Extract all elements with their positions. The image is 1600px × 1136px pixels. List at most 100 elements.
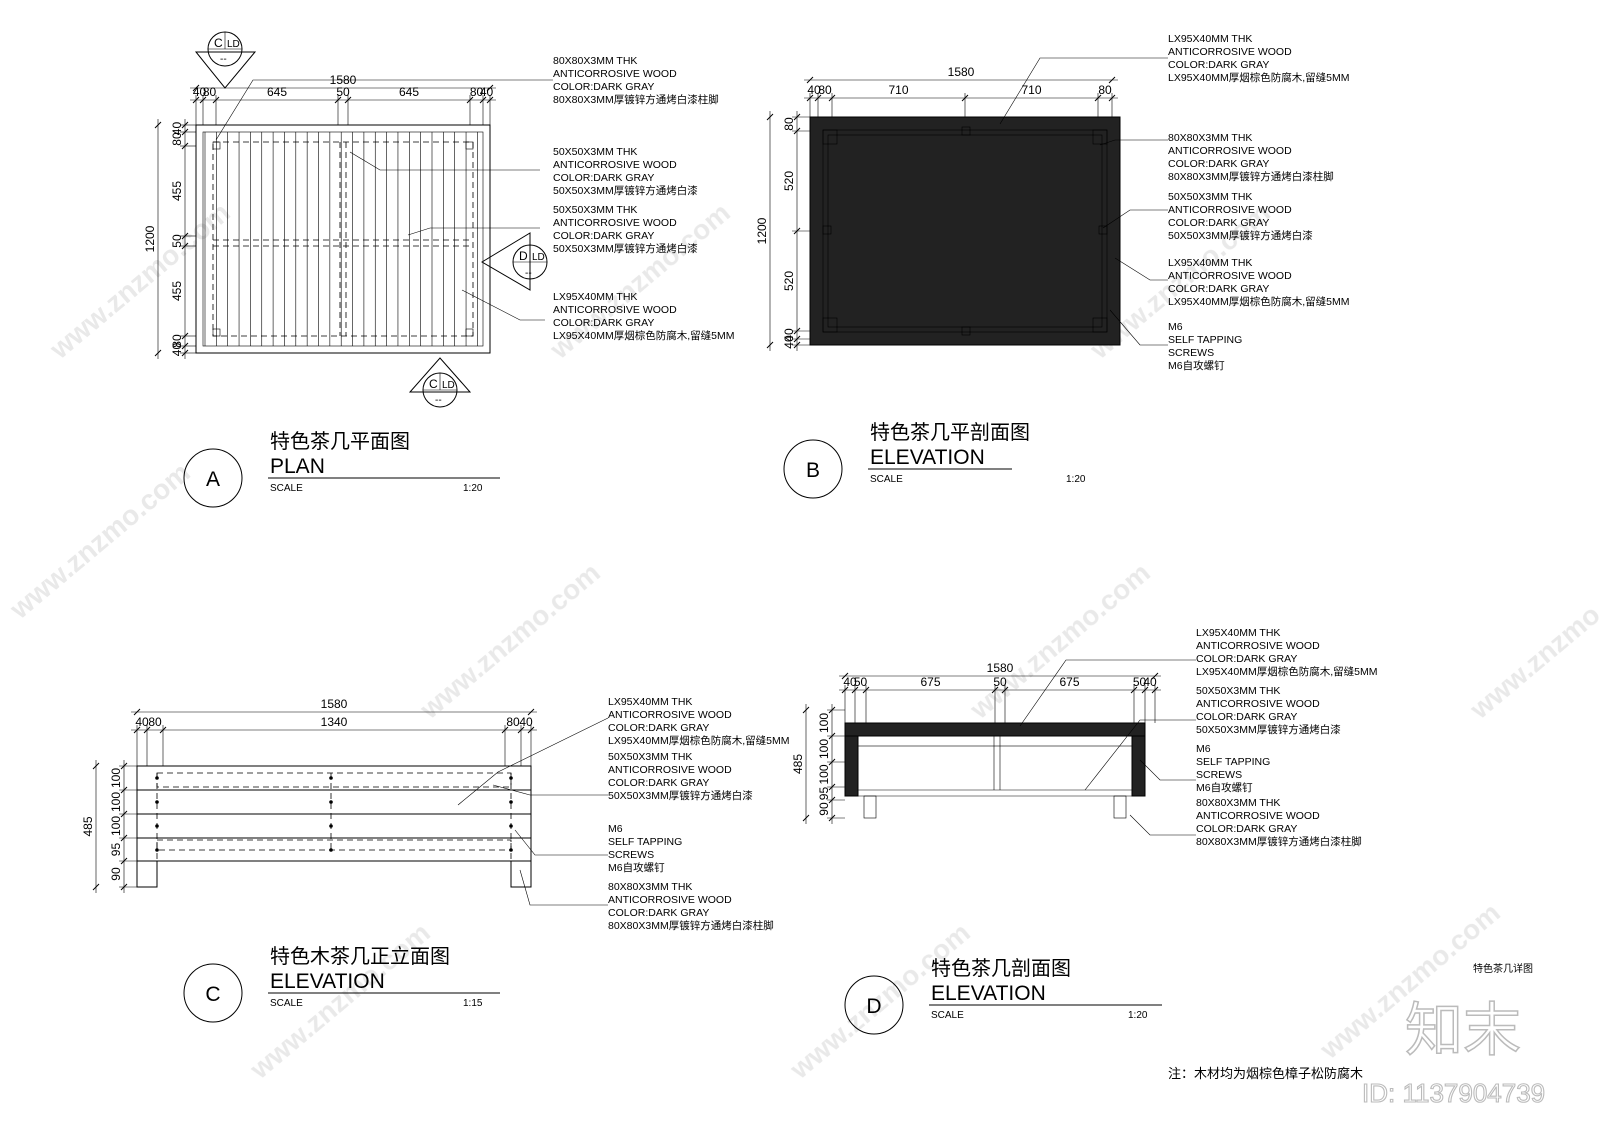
dimension-label: 1340 — [321, 715, 348, 729]
dim-tick — [154, 121, 162, 129]
dimension-total: 485 — [81, 816, 95, 836]
callout-note: ANTICORROSIVE WOOD — [1196, 640, 1320, 652]
dimension-label: 95 — [109, 843, 123, 857]
dimension-label: 645 — [267, 85, 287, 99]
dimension-label: 100 — [817, 764, 831, 784]
callout-note: COLOR:DARK GRAY — [553, 230, 654, 242]
dimension-label: 80 — [818, 83, 832, 97]
callout-note: 80X80X3MM THK — [1168, 132, 1252, 144]
dimension-label: 80 — [170, 132, 184, 146]
callout-note: 50X50X3MM厚镀锌方通烤白漆 — [1168, 229, 1313, 242]
drawing-id: A — [206, 468, 220, 491]
dimension-label: 40 — [843, 675, 857, 689]
dimension-total: 1580 — [321, 697, 348, 711]
dim-tick — [92, 762, 100, 770]
screw-dot — [155, 848, 159, 852]
dim-tick — [802, 814, 810, 822]
callout-note: 80X80X3MM厚镀锌方通烤白漆柱脚 — [553, 93, 719, 106]
callout-note: LX95X40MM厚烟棕色防腐木,留缝5MM — [1196, 665, 1377, 678]
dimension-label: 675 — [1059, 675, 1079, 689]
callout-note: M6自攻螺钉 — [1168, 359, 1225, 372]
dimension-label: 40 — [807, 83, 821, 97]
callout-note: M6 — [1168, 321, 1183, 333]
dimension-label: 40 — [782, 335, 796, 349]
dimension-label: 90 — [817, 802, 831, 816]
dimension-total: 1200 — [143, 225, 157, 252]
callout-note: M6 — [1196, 743, 1211, 755]
section-mark-label: LD — [227, 39, 240, 50]
callout-note: COLOR:DARK GRAY — [1196, 823, 1297, 835]
section-mark-sub: -- — [435, 395, 442, 406]
drawing-title-cn: 特色茶几平剖面图 — [870, 421, 1030, 444]
drawing-title-cn: 特色茶几剖面图 — [931, 957, 1071, 980]
drawing-title-en: ELEVATION — [270, 970, 385, 993]
section-mark-label: LD — [442, 380, 455, 391]
callout-note: 80X80X3MM THK — [1196, 797, 1280, 809]
dim-tick — [766, 341, 774, 349]
scale-value: 1:20 — [1128, 1010, 1148, 1021]
section-mark: C LD -- — [408, 357, 472, 408]
dimension-label: 455 — [170, 281, 184, 301]
callout-note: 50X50X3MM THK — [1196, 685, 1280, 697]
callout-note: 80X80X3MM THK — [608, 881, 692, 893]
scale-label: SCALE — [270, 998, 303, 1009]
dimension-label: 100 — [817, 713, 831, 733]
drawing-title-cn: 特色木茶几正立面图 — [270, 945, 450, 968]
dimension-label: 645 — [399, 85, 419, 99]
callout-note: 50X50X3MM厚镀锌方通烤白漆 — [1196, 723, 1341, 736]
scale-value: 1:20 — [463, 483, 483, 494]
section-mark-sub: -- — [220, 54, 227, 65]
screws-c — [155, 776, 513, 852]
callout-note: LX95X40MM厚烟棕色防腐木,留缝5MM — [553, 329, 734, 342]
dimension-label: 100 — [817, 739, 831, 759]
callout-note: ANTICORROSIVE WOOD — [608, 709, 732, 721]
callout-note: ANTICORROSIVE WOOD — [1168, 270, 1292, 282]
callout-note: 50X50X3MM THK — [1168, 191, 1252, 203]
dim-tick — [192, 84, 200, 92]
watermark-site: www.znzmo.com — [963, 557, 1156, 726]
callout-note: 50X50X3MM厚镀锌方通烤白漆 — [553, 242, 698, 255]
callout-note: SCREWS — [608, 849, 654, 861]
callout-note: COLOR:DARK GRAY — [1168, 158, 1269, 170]
callout-note: LX95X40MM THK — [1168, 33, 1252, 45]
dimension-label: 40 — [519, 715, 533, 729]
dimension-total: 1580 — [987, 661, 1014, 675]
drawing-title-cn: 特色茶几平面图 — [270, 430, 410, 453]
dimension-label: 80 — [148, 715, 162, 729]
screw-dot — [329, 776, 333, 780]
section-mark: C LD -- — [194, 31, 257, 89]
watermark-site: www.znzmo.com — [413, 557, 606, 726]
dimension-label: 95 — [817, 787, 831, 801]
callout-note: LX95X40MM THK — [1168, 257, 1252, 269]
callout-note: COLOR:DARK GRAY — [608, 907, 709, 919]
screw-dot — [509, 800, 513, 804]
watermark-site: www.znzmo.com — [3, 457, 196, 626]
callout-note: 50X50X3MM厚镀锌方通烤白漆 — [608, 789, 753, 802]
dimension-label: 520 — [782, 171, 796, 191]
drawing-id-bubble — [783, 439, 843, 499]
scale-value: 1:20 — [1066, 474, 1086, 485]
dimension-label: 100 — [109, 816, 123, 836]
callout-note: ANTICORROSIVE WOOD — [553, 159, 677, 171]
watermark-site: www.znzmo.com — [43, 197, 236, 366]
section-mark-sub: -- — [525, 268, 532, 279]
section-mark-label: LD — [532, 252, 545, 263]
screw-dot — [329, 848, 333, 852]
callout-note: 50X50X3MM厚镀锌方通烤白漆 — [553, 184, 698, 197]
callout-note: LX95X40MM THK — [553, 291, 637, 303]
callout-note: COLOR:DARK GRAY — [608, 777, 709, 789]
dim-tick — [1108, 76, 1116, 84]
callout-note: M6 — [608, 823, 623, 835]
dim-tick — [92, 883, 100, 891]
watermark-id: ID: 1137904739 — [1362, 1078, 1545, 1108]
callout-note: SELF TAPPING — [1196, 756, 1270, 768]
dimension-label: 710 — [888, 83, 908, 97]
callout-note: COLOR:DARK GRAY — [1168, 59, 1269, 71]
dimension-total: 1580 — [948, 65, 975, 79]
dimension-label: 40 — [193, 85, 207, 99]
